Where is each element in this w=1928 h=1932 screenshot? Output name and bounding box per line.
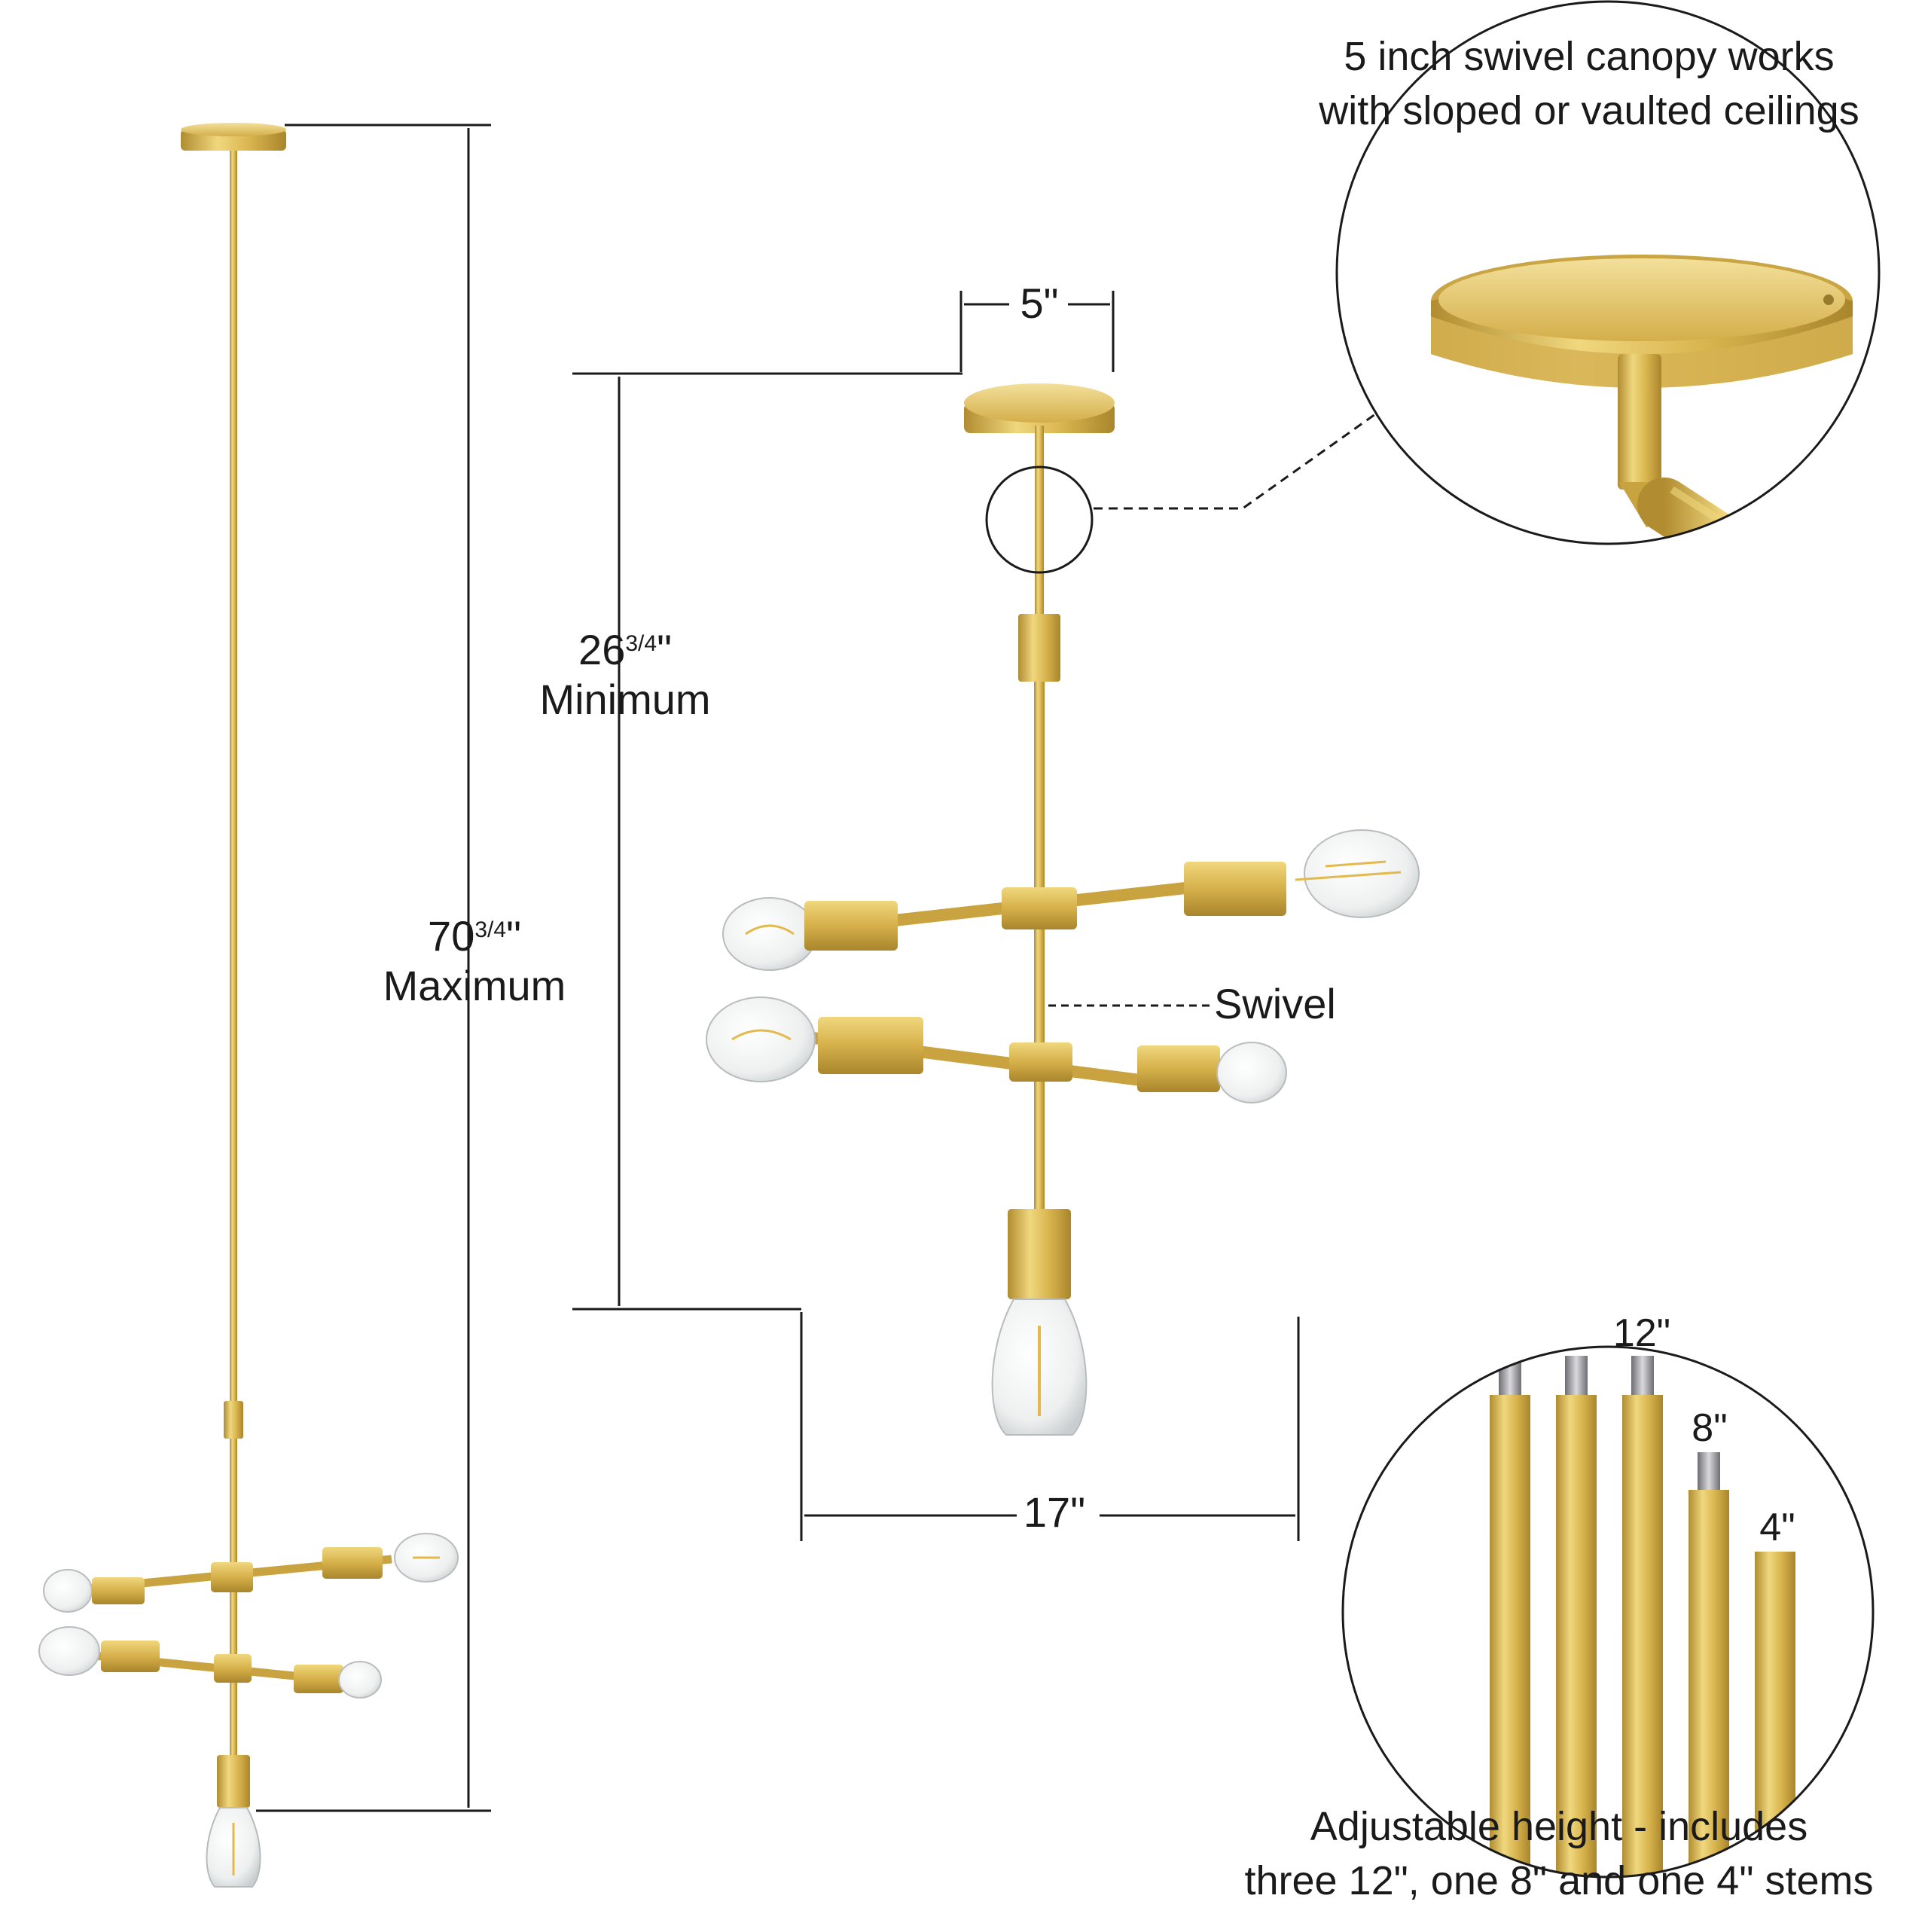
canopy-leader-line — [1094, 405, 1387, 510]
max-height-dimension-line — [256, 124, 491, 1812]
fixture-width-dimension-line — [800, 1312, 1300, 1541]
min-height-dimension-line — [572, 372, 962, 1311]
max-height-caption: Maximum — [383, 962, 566, 1010]
swivel-pendant-main — [706, 383, 1420, 1436]
stem-label-12: 12" — [1612, 1311, 1671, 1355]
min-height-label: 263/4" Minimum — [527, 625, 723, 725]
canopy-callout-line2: with sloped or vaulted ceilings — [1319, 87, 1859, 133]
swivel-canopy-icon — [1335, 0, 1881, 545]
canopy-width-dimension-line — [959, 291, 1115, 372]
stem-label-8: 8" — [1692, 1406, 1728, 1450]
max-height-value: 703/4" — [428, 912, 521, 960]
canopy-width-label: 5" — [1020, 279, 1059, 327]
stems-callout-line1: Adjustable height - includes — [1310, 1804, 1808, 1849]
swivel-label: Swivel — [1214, 980, 1336, 1027]
pendant-light-icon — [38, 123, 459, 1888]
stems-callout-text: Adjustable height - includes three 12", … — [1205, 1800, 1913, 1909]
stem-label-4: 4" — [1759, 1506, 1795, 1549]
canopy-callout-line1: 5 inch swivel canopy works — [1344, 34, 1835, 79]
swivel-detail-circle — [985, 465, 1094, 574]
fixture-width-label: 17" — [1023, 1488, 1086, 1536]
max-height-label: 703/4" Maximum — [377, 911, 572, 1011]
min-height-caption: Minimum — [539, 676, 711, 724]
min-height-value: 263/4" — [578, 626, 672, 673]
stems-callout-line2: three 12", one 8" and one 4" stems — [1244, 1857, 1874, 1903]
canopy-callout-text: 5 inch swivel canopy works with sloped o… — [1250, 30, 1928, 139]
